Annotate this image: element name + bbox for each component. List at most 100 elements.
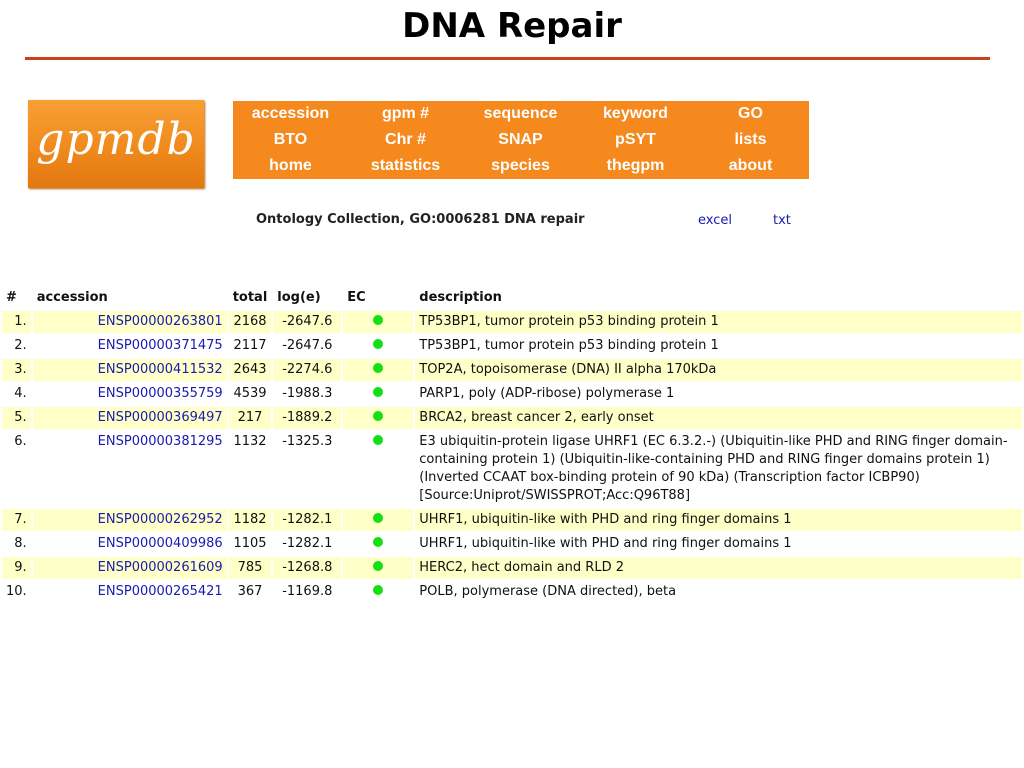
logo-text: gpmdb: [36, 114, 196, 165]
col-header-accession: accession: [32, 287, 227, 309]
nav-accession[interactable]: accession: [251, 105, 330, 122]
log-e-value: -2647.6: [273, 311, 342, 333]
row-number: 6.: [2, 431, 31, 507]
total-count: 4539: [228, 383, 272, 405]
ec-status-dot-icon: [373, 363, 384, 373]
nav-gpm-number[interactable]: gpm #: [381, 105, 430, 122]
description: UHRF1, ubiquitin-like with PHD and ring …: [415, 509, 1022, 531]
total-count: 1132: [228, 431, 272, 507]
excel-link[interactable]: excel: [698, 213, 732, 228]
nav-thegpm[interactable]: thegpm: [606, 157, 665, 174]
nav-home[interactable]: home: [269, 157, 312, 174]
accession-link[interactable]: ENSP00000355759: [32, 383, 227, 405]
total-count: 1182: [228, 509, 272, 531]
row-number: 7.: [2, 509, 31, 531]
table-row: 4. ENSP00000355759 4539 -1988.3 PARP1, p…: [2, 383, 1022, 405]
gpmdb-logo[interactable]: gpmdb: [28, 100, 204, 188]
ec-cell: [343, 359, 414, 381]
nav-lists[interactable]: lists: [734, 131, 767, 148]
col-header-total: total: [228, 287, 272, 309]
nav-psyt[interactable]: pSYT: [615, 131, 656, 148]
ec-status-dot-icon: [373, 339, 384, 349]
accession-link[interactable]: ENSP00000263801: [32, 311, 227, 333]
log-e-value: -1889.2: [273, 407, 342, 429]
nav-keyword[interactable]: keyword: [603, 105, 668, 122]
accession-link[interactable]: ENSP00000409986: [32, 533, 227, 555]
total-count: 2643: [228, 359, 272, 381]
ec-status-dot-icon: [373, 315, 384, 325]
nav-statistics[interactable]: statistics: [370, 157, 441, 174]
ec-status-dot-icon: [373, 537, 384, 547]
nav-bto[interactable]: BTO: [273, 131, 308, 148]
ec-cell: [343, 533, 414, 555]
total-count: 2168: [228, 311, 272, 333]
row-number: 9.: [2, 557, 31, 579]
log-e-value: -2274.6: [273, 359, 342, 381]
log-e-value: -1282.1: [273, 509, 342, 531]
table-row: 2. ENSP00000371475 2117 -2647.6 TP53BP1,…: [2, 335, 1022, 357]
ec-cell: [343, 431, 414, 507]
accession-link[interactable]: ENSP00000265421: [32, 581, 227, 603]
row-number: 4.: [2, 383, 31, 405]
row-number: 2.: [2, 335, 31, 357]
nav-species[interactable]: species: [491, 157, 550, 174]
ec-status-dot-icon: [373, 561, 384, 571]
description: BRCA2, breast cancer 2, early onset: [415, 407, 1022, 429]
ec-status-dot-icon: [373, 387, 384, 397]
ec-cell: [343, 311, 414, 333]
ec-cell: [343, 509, 414, 531]
description: POLB, polymerase (DNA directed), beta: [415, 581, 1022, 603]
description: PARP1, poly (ADP-ribose) polymerase 1: [415, 383, 1022, 405]
accession-link[interactable]: ENSP00000369497: [32, 407, 227, 429]
table-row: 6. ENSP00000381295 1132 -1325.3 E3 ubiqu…: [2, 431, 1022, 507]
nav-menu: accession gpm # sequence keyword GO BTO …: [233, 101, 809, 179]
table-row: 8. ENSP00000409986 1105 -1282.1 UHRF1, u…: [2, 533, 1022, 555]
col-header-number: #: [2, 287, 31, 309]
results-table: # accession total log(e) EC description …: [0, 285, 1024, 605]
table-row: 3. ENSP00000411532 2643 -2274.6 TOP2A, t…: [2, 359, 1022, 381]
nav-snap[interactable]: SNAP: [498, 131, 543, 148]
log-e-value: -1988.3: [273, 383, 342, 405]
ec-cell: [343, 335, 414, 357]
log-e-value: -2647.6: [273, 335, 342, 357]
table-row: 10. ENSP00000265421 367 -1169.8 POLB, po…: [2, 581, 1022, 603]
total-count: 785: [228, 557, 272, 579]
total-count: 2117: [228, 335, 272, 357]
description: E3 ubiquitin-protein ligase UHRF1 (EC 6.…: [415, 431, 1022, 507]
log-e-value: -1282.1: [273, 533, 342, 555]
collection-title: Ontology Collection, GO:0006281 DNA repa…: [256, 212, 585, 227]
col-header-ec: EC: [343, 287, 414, 309]
accession-link[interactable]: ENSP00000411532: [32, 359, 227, 381]
ec-cell: [343, 383, 414, 405]
ec-status-dot-icon: [373, 435, 384, 445]
nav-chr-number[interactable]: Chr #: [385, 131, 426, 148]
total-count: 367: [228, 581, 272, 603]
ec-status-dot-icon: [373, 513, 384, 523]
description: HERC2, hect domain and RLD 2: [415, 557, 1022, 579]
nav-row: BTO Chr # SNAP pSYT lists: [233, 127, 809, 153]
log-e-value: -1268.8: [273, 557, 342, 579]
row-number: 8.: [2, 533, 31, 555]
table-row: 5. ENSP00000369497 217 -1889.2 BRCA2, br…: [2, 407, 1022, 429]
ec-cell: [343, 407, 414, 429]
nav-go[interactable]: GO: [738, 105, 763, 122]
ec-status-dot-icon: [373, 411, 384, 421]
accession-link[interactable]: ENSP00000381295: [32, 431, 227, 507]
description: TP53BP1, tumor protein p53 binding prote…: [415, 335, 1022, 357]
table-row: 7. ENSP00000262952 1182 -1282.1 UHRF1, u…: [2, 509, 1022, 531]
accession-link[interactable]: ENSP00000261609: [32, 557, 227, 579]
table-row: 9. ENSP00000261609 785 -1268.8 HERC2, he…: [2, 557, 1022, 579]
nav-about[interactable]: about: [728, 157, 773, 174]
nav-sequence[interactable]: sequence: [483, 105, 558, 122]
description: TOP2A, topoisomerase (DNA) II alpha 170k…: [415, 359, 1022, 381]
col-header-loge: log(e): [273, 287, 342, 309]
accession-link[interactable]: ENSP00000371475: [32, 335, 227, 357]
txt-link[interactable]: txt: [773, 213, 791, 228]
col-header-description: description: [415, 287, 1022, 309]
total-count: 1105: [228, 533, 272, 555]
row-number: 1.: [2, 311, 31, 333]
description: TP53BP1, tumor protein p53 binding prote…: [415, 311, 1022, 333]
accession-link[interactable]: ENSP00000262952: [32, 509, 227, 531]
nav-row: accession gpm # sequence keyword GO: [233, 101, 809, 127]
ec-cell: [343, 557, 414, 579]
